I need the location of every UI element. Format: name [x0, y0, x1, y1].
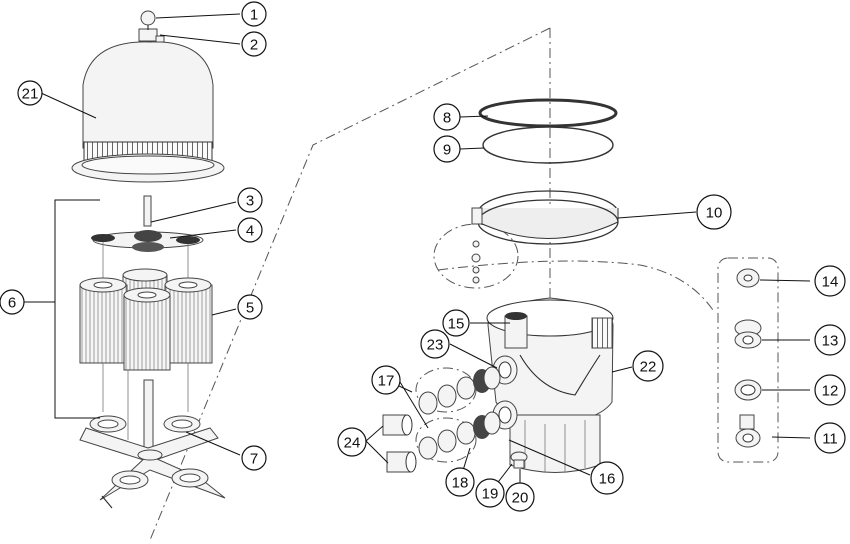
union-fittings	[382, 366, 501, 473]
callout-number: 7	[250, 451, 258, 468]
callout-24: 24	[337, 427, 367, 457]
callout-number: 9	[443, 142, 451, 159]
callout-8: 8	[433, 103, 461, 131]
callout-4: 4	[237, 217, 263, 243]
callout-23: 23	[420, 329, 450, 359]
callout-circle	[237, 217, 263, 243]
callout-12: 12	[814, 374, 846, 406]
callout-15: 15	[442, 309, 470, 337]
callout-18: 18	[445, 467, 475, 497]
callout-circle	[237, 187, 263, 213]
callout-circle	[420, 329, 450, 359]
bottom-manifold	[79, 415, 226, 509]
callout-circle	[442, 309, 470, 337]
callout-circle	[814, 374, 846, 406]
callout-number: 5	[246, 300, 254, 317]
callout-circle	[433, 135, 461, 163]
callout-number: 12	[822, 383, 839, 400]
callout-number: 11	[822, 431, 838, 448]
callout-number: 13	[822, 333, 839, 350]
callout-16: 16	[590, 461, 624, 495]
callout-circle	[241, 445, 267, 471]
callout-circle	[475, 478, 505, 508]
tank-clamp	[471, 190, 619, 284]
callout-10: 10	[696, 194, 732, 230]
callout-circle	[814, 422, 846, 454]
callout-number: 8	[443, 110, 451, 127]
callout-circle	[241, 31, 267, 57]
callout-circle	[371, 365, 401, 395]
callout-22: 22	[632, 350, 664, 382]
callout-number: 19	[482, 486, 499, 503]
callout-20: 20	[505, 482, 535, 512]
callout-circle	[505, 482, 535, 512]
tank-lid	[71, 10, 225, 183]
callout-number: 16	[599, 471, 616, 488]
dashed-guides	[149, 27, 716, 541]
callout-circle	[17, 80, 43, 106]
callout-number: 10	[706, 205, 723, 222]
callout-6: 6	[0, 289, 25, 315]
callout-number: 3	[246, 193, 254, 210]
callout-number: 22	[640, 359, 657, 376]
callout-circle	[237, 294, 263, 320]
accessory-panel	[717, 257, 779, 463]
callout-number: 17	[378, 373, 395, 390]
callout-number: 24	[344, 435, 361, 452]
callout-5: 5	[237, 294, 263, 320]
callout-number: 18	[452, 475, 469, 492]
callout-circle	[814, 265, 846, 297]
callout-number: 14	[822, 274, 839, 291]
callout-13: 13	[814, 324, 846, 356]
callout-19: 19	[475, 478, 505, 508]
callout-number: 21	[22, 86, 39, 103]
callout-11: 11	[814, 422, 846, 454]
callout-number: 23	[427, 337, 444, 354]
callout-number: 20	[512, 490, 529, 507]
callout-circle	[337, 427, 367, 457]
callout-circle	[590, 461, 624, 495]
callout-circle	[445, 467, 475, 497]
callout-number: 4	[246, 223, 254, 240]
callout-17: 17	[371, 365, 401, 395]
callout-1: 1	[241, 1, 267, 27]
callout-number: 1	[250, 7, 258, 24]
callout-circle	[241, 1, 267, 27]
callout-circle	[814, 324, 846, 356]
callout-number: 6	[8, 295, 16, 312]
callout-21: 21	[17, 80, 43, 106]
bracket-line	[54, 199, 100, 419]
callout-3: 3	[237, 187, 263, 213]
pressure-gauge-icon	[140, 10, 156, 26]
cartridge-assembly	[79, 195, 213, 451]
callout-14: 14	[814, 265, 846, 297]
callout-circle	[632, 350, 664, 382]
o-rings	[478, 98, 618, 164]
callout-circle	[0, 289, 25, 315]
callout-2: 2	[241, 31, 267, 57]
callout-circle	[433, 103, 461, 131]
callout-9: 9	[433, 135, 461, 163]
callout-circle	[696, 194, 732, 230]
callout-number: 2	[250, 37, 258, 54]
tank-body	[486, 297, 614, 473]
callout-number: 15	[448, 316, 465, 333]
callout-7: 7	[241, 445, 267, 471]
